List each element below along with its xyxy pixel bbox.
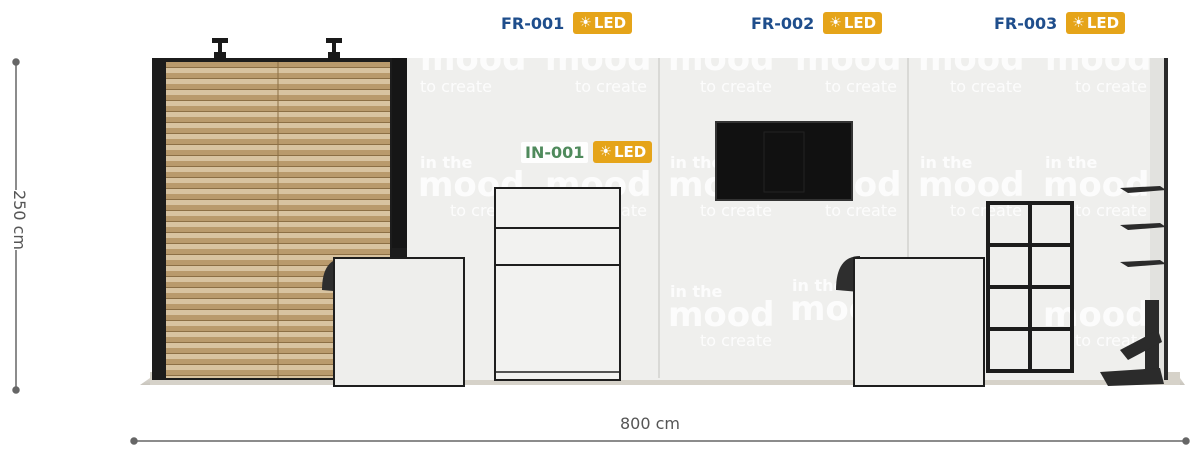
wall-graphic-mood: mood: [668, 39, 774, 79]
counter-left: [333, 257, 465, 387]
wall-graphic-inthe: in the: [670, 282, 722, 301]
tv-screen: [715, 121, 853, 201]
wall-graphic-tagline: to create: [1075, 331, 1147, 350]
wall-graphic-mood: mood: [1043, 165, 1149, 205]
led-badge: ☀LED: [823, 12, 883, 34]
marker-in-001: IN-001 ☀LED: [521, 141, 653, 163]
wall-graphic-tagline: to create: [825, 201, 897, 220]
marker-fr-002: FR-002 ☀LED: [747, 12, 883, 34]
wall-graphic-tagline: to create: [700, 77, 772, 96]
led-badge: ☀LED: [1066, 12, 1126, 34]
marker-code: IN-001: [521, 141, 589, 163]
display-cabinet: [494, 187, 621, 381]
counter-right: [853, 257, 985, 387]
wall-graphic-mood: mood: [545, 39, 651, 79]
tv-mount: [763, 131, 805, 193]
wall-graphic-tagline: to create: [700, 201, 772, 220]
wall-graphic-tagline: to create: [950, 201, 1022, 220]
wall-graphic-mood: mood: [918, 165, 1024, 205]
width-dimension-label: 800 cm: [616, 414, 685, 433]
grid-shelf: [986, 201, 1074, 373]
wall-graphic-tagline: to create: [950, 77, 1022, 96]
marker-fr-001: FR-001 ☀LED: [497, 12, 633, 34]
wall-graphic-tagline: to create: [420, 77, 492, 96]
marker-code: FR-002: [747, 12, 819, 34]
wall-graphic-mood: mood: [795, 39, 901, 79]
led-badge: ☀LED: [593, 141, 653, 163]
marker-code: FR-003: [990, 12, 1062, 34]
wall-graphic-tagline: to create: [575, 77, 647, 96]
slat-wall-post: [392, 58, 407, 248]
wall-graphic-tagline: to create: [825, 77, 897, 96]
wall-graphic-inthe: in the: [920, 153, 972, 172]
sun-icon: ☀: [1072, 15, 1085, 31]
wall-shelves: [1100, 186, 1166, 386]
height-dimension-label: 250 cm: [6, 190, 33, 251]
wall-graphic-tagline: to create: [1075, 201, 1147, 220]
wall-graphic-inthe: in the: [792, 276, 844, 295]
wall-graphic-tagline: to create: [1075, 77, 1147, 96]
spotlight: [326, 38, 342, 60]
width-dimension: [130, 437, 1190, 445]
wall-graphic-tagline: to create: [700, 331, 772, 350]
wall-graphic-inthe: in the: [1045, 153, 1097, 172]
sun-icon: ☀: [599, 144, 612, 160]
wall-graphic-mood: mood: [918, 39, 1024, 79]
wall-graphic-mood: mood: [1045, 39, 1151, 79]
wall-graphic-inthe: in the: [420, 153, 472, 172]
led-badge: ☀LED: [573, 12, 633, 34]
end-wall-edge: [1164, 58, 1168, 380]
wall-graphic-mood: mood: [668, 295, 774, 335]
wall-graphic-inthe: in the: [670, 153, 722, 172]
end-wall: [1150, 58, 1168, 380]
sun-icon: ☀: [579, 15, 592, 31]
spotlight: [212, 38, 228, 60]
marker-code: FR-001: [497, 12, 569, 34]
marker-fr-003: FR-003 ☀LED: [990, 12, 1126, 34]
sun-icon: ☀: [829, 15, 842, 31]
wall-graphic-mood: mood: [420, 39, 526, 79]
